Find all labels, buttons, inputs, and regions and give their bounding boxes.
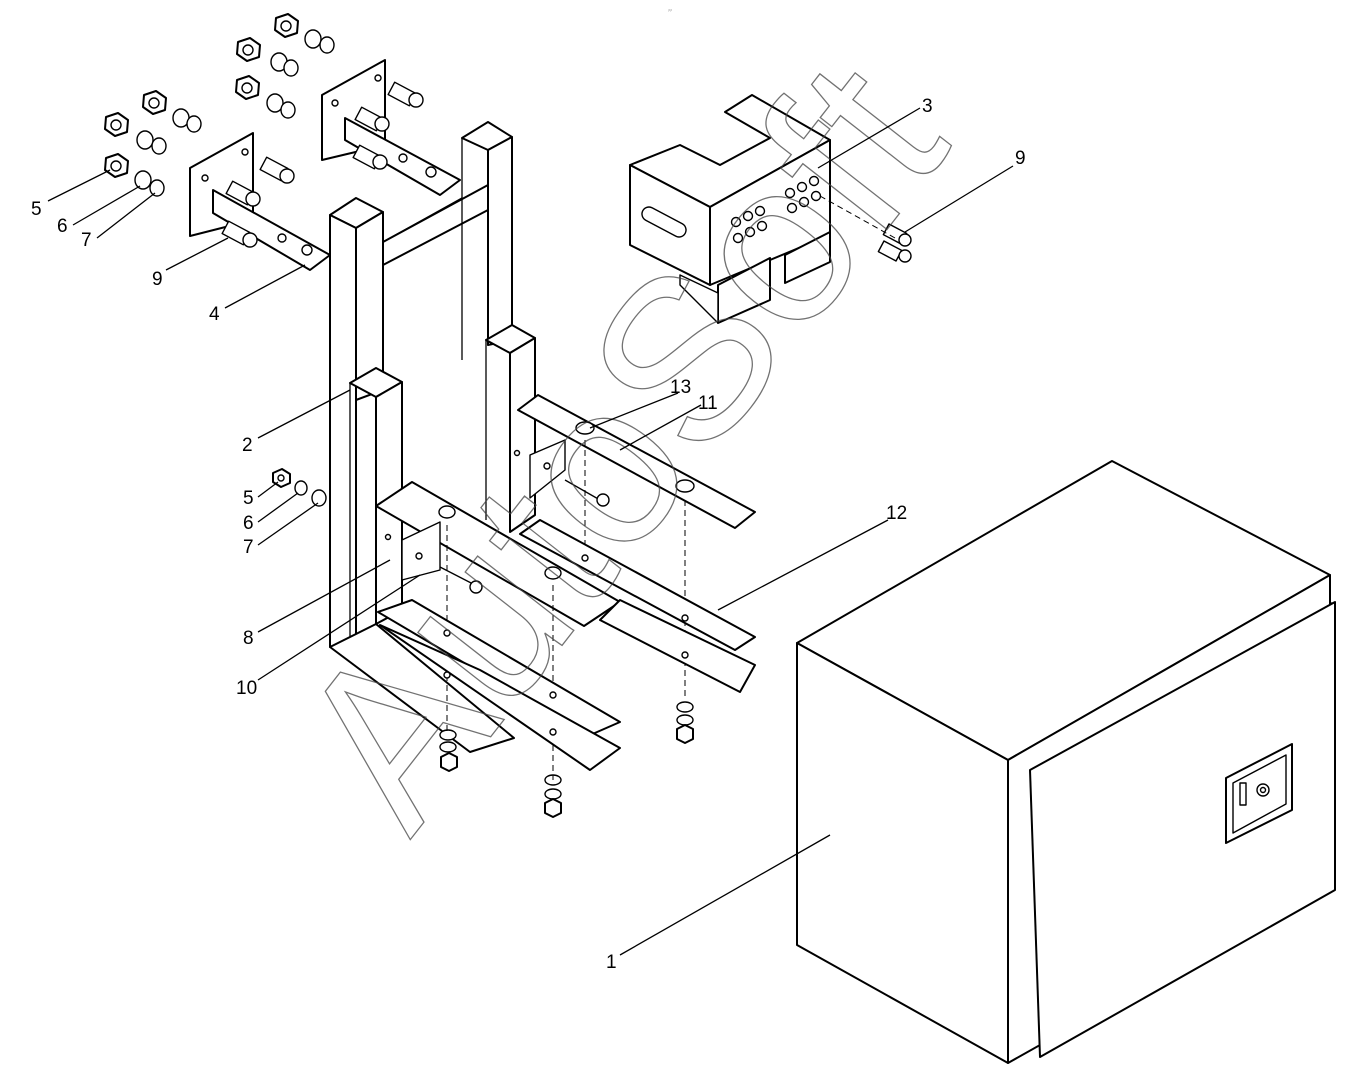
frame-bracket [329, 121, 536, 753]
callout-7-upper: 7 [81, 230, 92, 251]
leader-lines [47, 107, 1014, 956]
callout-2: 2 [242, 435, 253, 456]
upper-clamp-bars [189, 59, 461, 271]
callout-9-left: 9 [152, 269, 163, 290]
callout-6-lower: 6 [243, 513, 254, 534]
callout-11: 11 [698, 393, 718, 414]
callout-6-upper: 6 [57, 216, 68, 237]
bolts [221, 81, 912, 263]
callout-12: 12 [886, 503, 907, 524]
callout-5-lower: 5 [243, 488, 254, 509]
battery-box [796, 460, 1336, 1064]
header-mark: ⸗⸗ [668, 8, 672, 14]
cover [629, 94, 896, 324]
callout-5-upper: 5 [31, 199, 42, 220]
box-lock [1225, 743, 1293, 844]
callout-13: 13 [670, 377, 691, 398]
callout-10: 10 [236, 678, 257, 699]
callout-8: 8 [243, 628, 254, 649]
callout-7-lower: 7 [243, 537, 254, 558]
mounting-plates [375, 394, 756, 780]
callout-4: 4 [209, 304, 220, 325]
nuts-washers [104, 13, 694, 818]
callout-3: 3 [922, 96, 933, 117]
callout-labels: 1 2 3 4 5 6 7 9 9 5 6 7 8 10 11 12 13 [31, 96, 1026, 973]
callout-1: 1 [606, 952, 617, 973]
callout-9-right: 9 [1015, 148, 1026, 169]
